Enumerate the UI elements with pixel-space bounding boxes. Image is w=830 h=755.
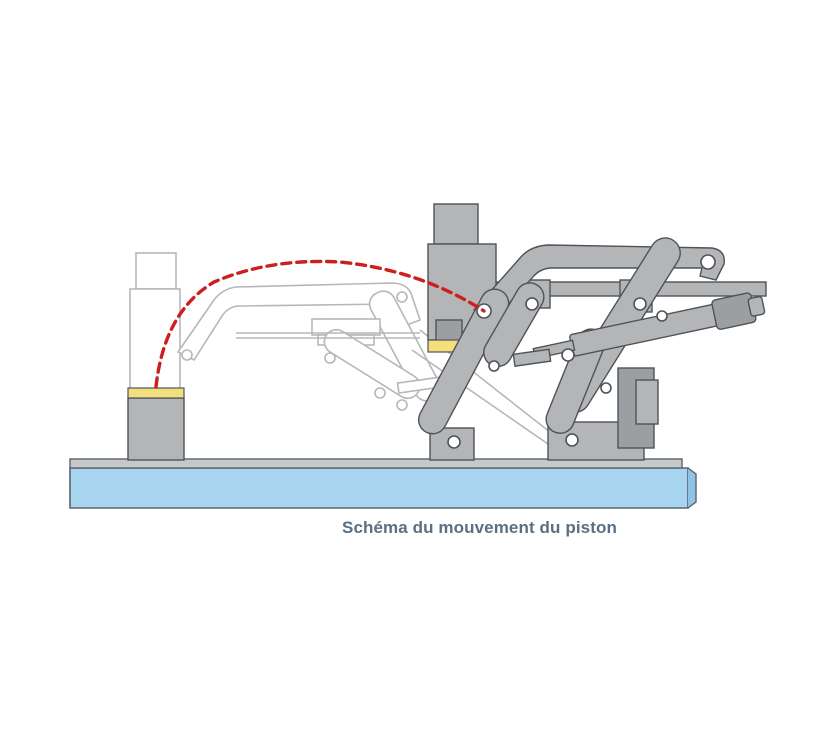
pin-support-2 <box>633 297 647 311</box>
ghost-column <box>129 288 181 390</box>
pin-arm-rear <box>700 254 716 270</box>
rod-end <box>512 348 552 367</box>
press-head-insert <box>435 319 463 343</box>
pin-lower-rear <box>600 382 612 394</box>
left-anvil-block <box>127 387 185 461</box>
pin-support-1 <box>525 297 539 311</box>
pin-rear-link <box>656 310 668 322</box>
pin-cylinder <box>561 348 575 362</box>
rear-cap <box>635 379 659 425</box>
pneumatic-cylinder <box>512 292 766 367</box>
pin-base-1 <box>447 435 461 449</box>
diagram-caption: Schéma du mouvement du piston <box>342 518 617 537</box>
anvil-yellow-pad <box>127 387 185 399</box>
ghost-column-top <box>135 252 177 290</box>
front-diagonal-link <box>417 288 510 435</box>
ghost-clamp-start-position <box>129 252 561 445</box>
rail-plate <box>69 458 683 469</box>
ghost-lower-link <box>323 328 421 400</box>
ghost-pin <box>181 349 193 361</box>
ghost-curved-arm <box>176 282 422 362</box>
pivot-pins <box>447 254 716 449</box>
press-head-top <box>433 203 479 245</box>
anvil-body <box>127 397 185 461</box>
right-supports <box>429 279 659 461</box>
piston-trajectory-dashed-arc <box>154 259 486 389</box>
pin-middle <box>488 360 500 372</box>
base-plate <box>69 458 697 509</box>
pin-base-2 <box>565 433 579 447</box>
